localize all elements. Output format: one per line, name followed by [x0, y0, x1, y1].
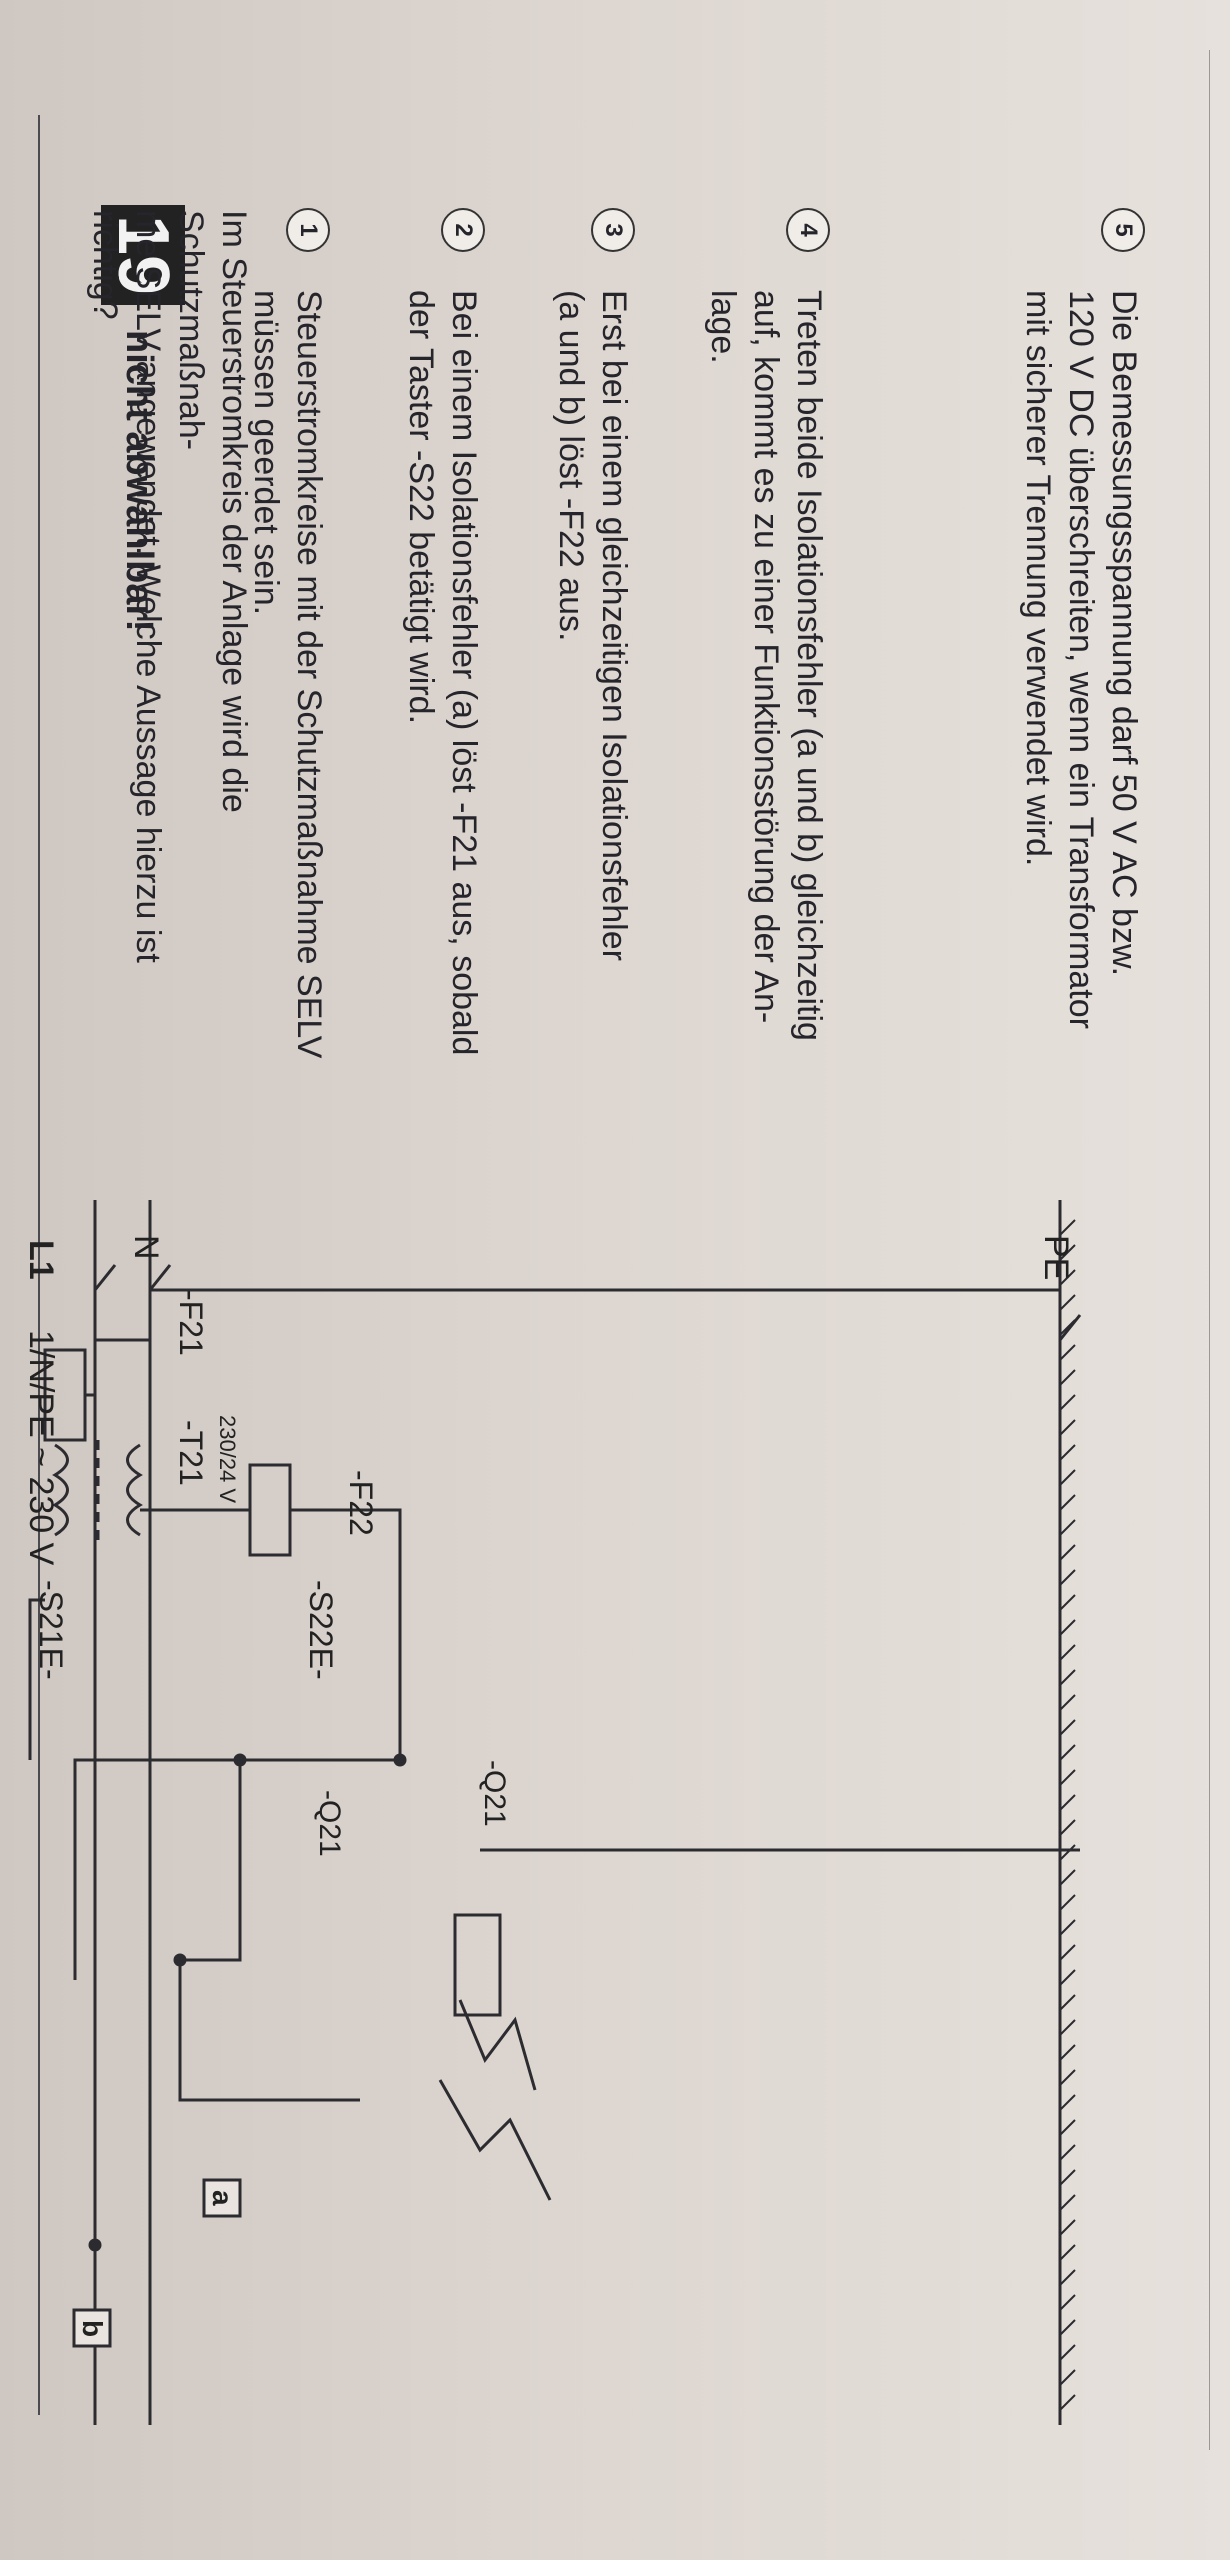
answer-number-badge: 2: [441, 208, 485, 252]
s22-branch: [180, 1760, 242, 1962]
answer-line: müssen geerdet sein.: [247, 290, 285, 616]
question-line-2: me SELV angewendet. Welche Aussage hierz…: [86, 210, 167, 963]
answer-line: Erst bei einem gleichzeitigen Isolations…: [595, 290, 633, 961]
answer-line: der Taster -S22 betätigt wird.: [402, 290, 440, 725]
control-wire-main: [73, 1508, 402, 1980]
t21-secondary-winding: [126, 1443, 143, 1537]
answer-line: Treten beide Isolationsfehler (a und b) …: [790, 290, 828, 1041]
answer-number-badge: 1: [286, 208, 330, 252]
q21-contact-label: -Q21: [313, 1790, 346, 1857]
n-label: N: [127, 1235, 165, 1260]
f21-label: -F21: [173, 1290, 209, 1356]
answer-line: Steuerstromkreise mit der Schutzmaßnahme…: [290, 290, 328, 1059]
supply-label: 1/N/PE ~ 230 V: [22, 1330, 60, 1566]
answer-number-badge: 4: [786, 208, 830, 252]
answer-line: (a und b) löst -F22 aus.: [552, 290, 590, 642]
t21-label: -T21: [173, 1420, 209, 1486]
fault-a-label: a: [207, 2190, 238, 2206]
fault-zigzag-b: [438, 2079, 552, 2201]
answer-line: lage.: [704, 290, 742, 364]
answer-number-badge: 3: [591, 208, 635, 252]
circuit-diagram: L1 1/N/PE ~ 230 V N PE -F21 -T21 230/24 …: [22, 1200, 1082, 2425]
q21-coil-symbol: [453, 1913, 502, 2017]
t21-voltage-label: 230/24 V: [215, 1415, 240, 1503]
question-line-1: Im Steuerstromkreis der Anlage wird die …: [172, 210, 253, 813]
s21-branch: [28, 1598, 45, 1760]
pe-label: PE: [1037, 1235, 1075, 1280]
conductor-tick-marks: [93, 1264, 1082, 1341]
answer-line: Die Bemessungsspannung darf 50 V AC bzw.: [1105, 290, 1143, 977]
s21-label: -S21E-: [33, 1580, 69, 1680]
q21-coil-label: -Q21: [478, 1760, 511, 1827]
fault-zigzag-a: [458, 1999, 537, 2091]
question-text: Im Steuerstromkreis der Anlage wird die …: [83, 210, 255, 970]
fault-b-box: [72, 2308, 112, 2348]
answer-number-badge: 5: [1101, 208, 1145, 252]
t21-primary-winding: [52, 1443, 69, 1537]
q21-branch: [178, 1960, 360, 2102]
f22-label: -F22: [343, 1470, 379, 1536]
answer-line: 120 V DC überschreiten, wenn ein Transfo…: [1062, 290, 1100, 1029]
earth-hatching: [1059, 1219, 1076, 2411]
answer-line: mit sicherer Trennung verwendet wird.: [1019, 290, 1057, 867]
answer-line: auf, kommt es zu einer Funktionsstörung …: [747, 290, 785, 1024]
s22-label: -S22E-: [303, 1580, 339, 1680]
answer-line: Bei einem Isolationsfehler (a) löst -F21…: [445, 290, 483, 1056]
f22-fuse-symbol: [248, 1463, 292, 1557]
l1-label: L1: [22, 1240, 60, 1280]
top-edge-line: [1209, 50, 1210, 2450]
fault-a-box: [202, 2178, 242, 2218]
fault-b-label: b: [77, 2320, 108, 2337]
